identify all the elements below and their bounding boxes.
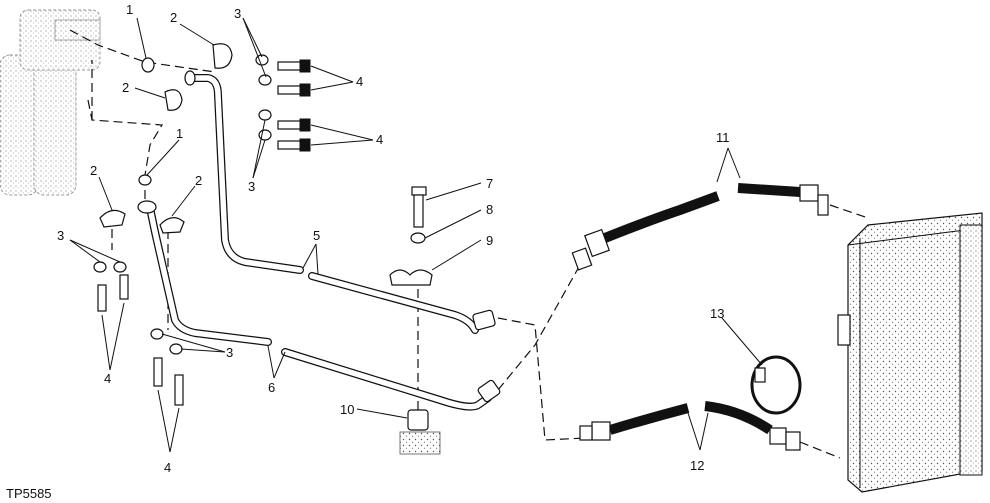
callout-labels: 1 1 2 2 2 2 3 3 3 3 3 4 4 4 4 5 6 7 8 9 … — [57, 2, 730, 475]
callout-label: 4 — [104, 371, 111, 386]
upper-oil-tube — [184, 70, 496, 334]
clamp-9 — [389, 269, 433, 286]
callout-label: 3 — [234, 6, 241, 21]
upper-bolts — [277, 59, 311, 152]
hose-clamp-13 — [750, 355, 802, 415]
callout-label: 12 — [690, 458, 704, 473]
callout-label: 9 — [486, 233, 493, 248]
spacer-10 — [399, 409, 441, 455]
callout-label: 1 — [176, 126, 183, 141]
callout-label: 11 — [716, 130, 730, 145]
washer-8 — [410, 232, 426, 244]
callout-label: 6 — [268, 380, 275, 395]
callout-label: 8 — [486, 202, 493, 217]
upper-hose-11 — [571, 183, 829, 271]
callout-label: 1 — [126, 2, 133, 17]
callout-label: 4 — [356, 74, 363, 89]
callout-label: 3 — [57, 228, 64, 243]
bolt-7 — [411, 186, 427, 228]
callout-label: 3 — [248, 179, 255, 194]
leader-lines — [69, 17, 763, 453]
callout-label: 2 — [170, 10, 177, 25]
assembly-center-lines — [69, 29, 869, 459]
callout-label: 7 — [486, 176, 493, 191]
oil-filter-assembly-icon — [0, 9, 101, 196]
lower-oil-tube — [137, 200, 501, 411]
callout-label: 2 — [122, 80, 129, 95]
upper-hardware — [141, 43, 311, 152]
oil-cooler-radiator-icon — [837, 212, 983, 493]
lower-hardware — [93, 174, 185, 406]
callout-label: 3 — [226, 345, 233, 360]
lower-hose-12 — [579, 401, 801, 451]
callout-label: 13 — [710, 306, 724, 321]
callout-label: 4 — [164, 460, 171, 475]
callout-label: 10 — [340, 402, 354, 417]
callout-label: 2 — [90, 163, 97, 178]
upper-washers — [255, 54, 272, 141]
figure-id-label: TP5585 — [6, 486, 52, 501]
callout-label: 4 — [376, 132, 383, 147]
callout-label: 5 — [313, 228, 320, 243]
callout-label: 2 — [195, 173, 202, 188]
